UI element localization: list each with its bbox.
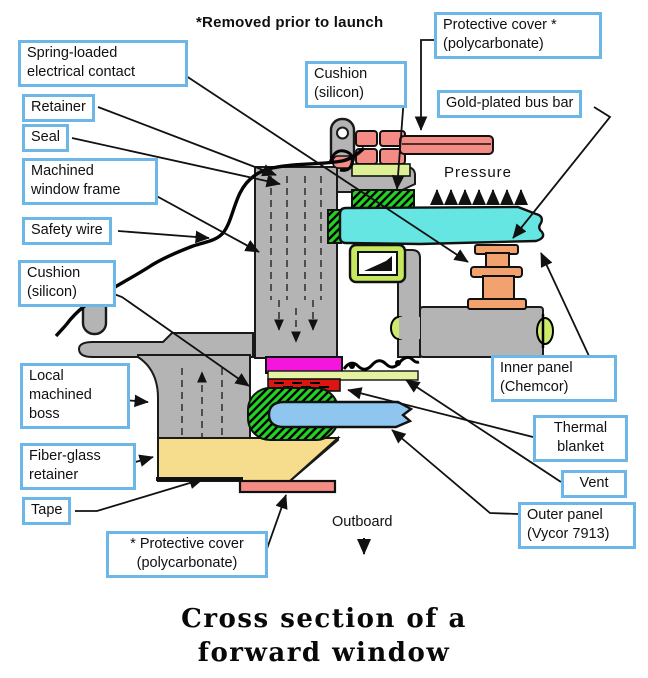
safety-wire-knot — [328, 149, 354, 172]
outer-panel-shape — [267, 400, 414, 429]
label-cushion-silicon-top: Cushion (silicon) — [305, 61, 407, 109]
cushion-strip-top — [351, 163, 411, 177]
leader-safety-wire — [117, 230, 210, 244]
seal-bracket-z — [364, 256, 392, 271]
protective-cover-bottom-shape — [238, 479, 337, 494]
leader-tape — [75, 476, 204, 512]
bus-bar-shape — [355, 130, 494, 165]
label-machined-window-frame: Machined window frame — [22, 158, 158, 206]
label-outer-panel-vycor: Outer panel (Vycor 7913) — [518, 502, 636, 550]
leader-machined-frame — [139, 186, 260, 253]
local-machined-boss-shape — [137, 354, 251, 442]
vent-strip-shape — [267, 370, 419, 381]
spring-contact-shape — [467, 244, 527, 310]
inner-panel-shape — [338, 205, 545, 246]
fiber-glass-retainer-shape — [157, 435, 341, 482]
leader-bus-bar — [512, 106, 612, 239]
figure-caption-line2: forward window — [197, 638, 451, 668]
label-spring-loaded-electrical-contact: Spring-loaded electrical contact — [18, 40, 188, 88]
frame-left-arm — [77, 332, 254, 358]
label-seal: Seal — [22, 124, 70, 153]
outboard-label: Outboard — [332, 514, 393, 530]
leader-thermal-blanket — [347, 387, 534, 438]
bolt-centerlines-column — [270, 176, 322, 343]
label-tape: Tape — [22, 497, 72, 526]
frame-right-wall-cover — [399, 317, 420, 339]
label-vent: Vent — [561, 470, 627, 499]
leader-retainer — [97, 106, 277, 177]
label-safety-wire: Safety wire — [22, 217, 112, 246]
leader-spring-loaded — [167, 63, 469, 263]
label-protective-cover-bottom: * Protective cover (polycarbonate) — [106, 531, 268, 579]
fastener-oval-right — [536, 317, 554, 345]
seal-blob-2 — [395, 360, 401, 366]
label-inner-panel-chemcor: Inner panel (Chemcor) — [491, 355, 617, 403]
label-fiber-glass-retainer: Fiber-glass retainer — [20, 443, 136, 491]
safety-wire-tail — [54, 323, 68, 338]
label-cushion-silicon-left: Cushion (silicon) — [18, 260, 116, 308]
leader-inner-panel — [540, 252, 590, 357]
seal-blob-1 — [349, 363, 355, 369]
eyelet-hole-top — [336, 126, 349, 140]
khaki-diagonal-edge — [289, 437, 339, 482]
label-protective-cover-top: Protective cover * (polycarbonate) — [434, 12, 602, 60]
label-local-machined-boss: Local machined boss — [20, 363, 130, 430]
leader-protective-top — [414, 39, 434, 131]
figure-caption-line1: Cross section of a — [181, 604, 467, 634]
seal-squiggle — [342, 355, 420, 371]
label-retainer: Retainer — [22, 94, 95, 123]
pressure-arrows — [430, 189, 528, 205]
label-gold-plated-bus-bar: Gold-plated bus bar — [437, 90, 583, 119]
frame-column — [254, 166, 338, 359]
leader-seal — [71, 137, 281, 188]
removed-note: *Removed prior to launch — [196, 14, 384, 31]
label-thermal-blanket: Thermal blanket — [533, 415, 628, 463]
leader-vent — [405, 379, 562, 483]
pressure-label: Pressure — [444, 164, 513, 181]
frame-lower-bar — [419, 306, 544, 358]
leader-outer-panel — [391, 429, 519, 515]
